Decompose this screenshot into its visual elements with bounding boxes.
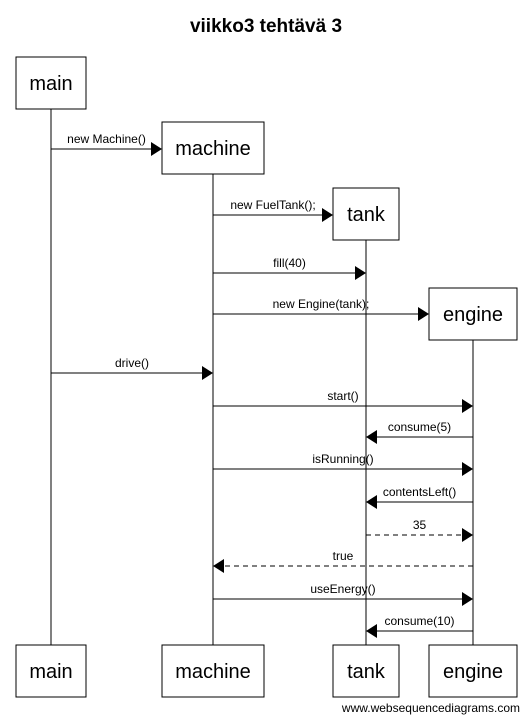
participant-label: tank	[347, 204, 386, 226]
message-8: contentsLeft()	[366, 485, 473, 509]
arrowhead	[418, 307, 429, 321]
participant-label: engine	[443, 661, 503, 683]
participant-main-top: main	[15, 56, 87, 110]
message-1: new FuelTank();	[213, 198, 333, 222]
participants: main main machine machine tank tank engine engi…	[15, 56, 518, 698]
participant-label: tank	[347, 661, 386, 683]
arrowhead	[322, 208, 333, 222]
message-label: contentsLeft()	[383, 485, 456, 499]
participant-box	[15, 644, 87, 698]
participant-box	[332, 187, 400, 241]
arrowhead	[202, 366, 213, 380]
arrowhead	[213, 559, 224, 573]
message-label: consume(5)	[388, 420, 451, 434]
message-label: fill(40)	[273, 256, 306, 270]
arrowhead	[355, 266, 366, 280]
lifelines	[50, 109, 474, 645]
participant-engine-bottom: engine	[428, 644, 518, 698]
arrowhead	[462, 528, 473, 542]
arrowhead	[366, 495, 377, 509]
arrowhead	[462, 462, 473, 476]
participant-box	[15, 56, 87, 110]
message-5: start()	[213, 389, 473, 413]
message-11: useEnergy()	[213, 582, 473, 606]
participant-box	[332, 644, 400, 698]
participant-main-bottom: main	[15, 644, 87, 698]
participant-machine-top: machine	[161, 121, 265, 175]
arrowhead	[366, 430, 377, 444]
message-label: start()	[327, 389, 358, 403]
message-label: isRunning()	[312, 452, 373, 466]
message-9: 35	[366, 518, 473, 542]
message-2: fill(40)	[213, 256, 366, 280]
message-label: new FuelTank();	[230, 198, 315, 212]
messages: new Machine() new FuelTank(); fill(40) new …	[51, 132, 473, 638]
message-10: true	[213, 549, 473, 573]
arrowhead	[151, 142, 162, 156]
arrowhead	[366, 624, 377, 638]
message-6: consume(5)	[366, 420, 473, 444]
participant-box	[428, 644, 518, 698]
credit-text: www.websequencediagrams.com	[341, 701, 520, 715]
participant-box	[428, 287, 518, 341]
participant-label: engine	[443, 304, 503, 326]
message-4: drive()	[51, 356, 213, 380]
message-7: isRunning()	[213, 452, 473, 476]
message-0: new Machine()	[51, 132, 162, 156]
arrowhead	[462, 399, 473, 413]
participant-label: machine	[175, 138, 251, 160]
participant-label: main	[29, 661, 72, 683]
diagram-title: viikko3 tehtävä 3	[190, 16, 342, 37]
participant-box	[161, 644, 265, 698]
message-12: consume(10)	[366, 614, 473, 638]
message-label: new Engine(tank);	[273, 297, 370, 311]
message-label: 35	[413, 518, 427, 532]
participant-machine-bottom: machine	[161, 644, 265, 698]
message-label: true	[333, 549, 354, 563]
message-3: new Engine(tank);	[213, 297, 429, 321]
message-label: useEnergy()	[310, 582, 375, 596]
participant-tank-bottom: tank	[332, 644, 400, 698]
participant-tank-top: tank	[332, 187, 400, 241]
participant-label: main	[29, 73, 72, 95]
participant-engine-top: engine	[428, 287, 518, 341]
message-label: consume(10)	[384, 614, 454, 628]
message-label: new Machine()	[67, 132, 146, 146]
participant-box	[161, 121, 265, 175]
message-label: drive()	[115, 356, 149, 370]
participant-label: machine	[175, 661, 251, 683]
arrowhead	[462, 592, 473, 606]
